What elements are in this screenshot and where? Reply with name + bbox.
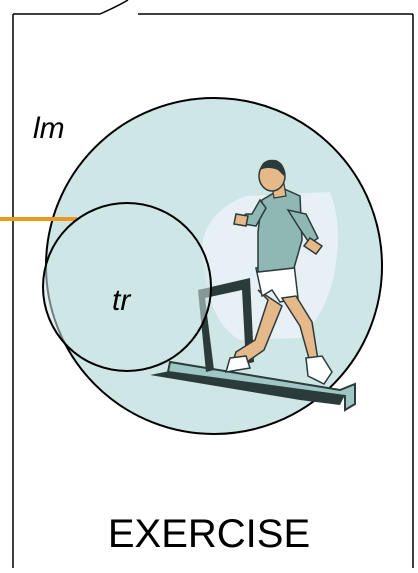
top-connector-curve xyxy=(99,0,129,15)
inner-circle-label: tr xyxy=(112,284,131,317)
inner-circle-tr xyxy=(42,202,212,372)
outer-circle-label: lm xyxy=(33,112,65,145)
caption-text: EXERCISE xyxy=(107,512,311,556)
runner-on-treadmill-icon xyxy=(150,159,356,412)
